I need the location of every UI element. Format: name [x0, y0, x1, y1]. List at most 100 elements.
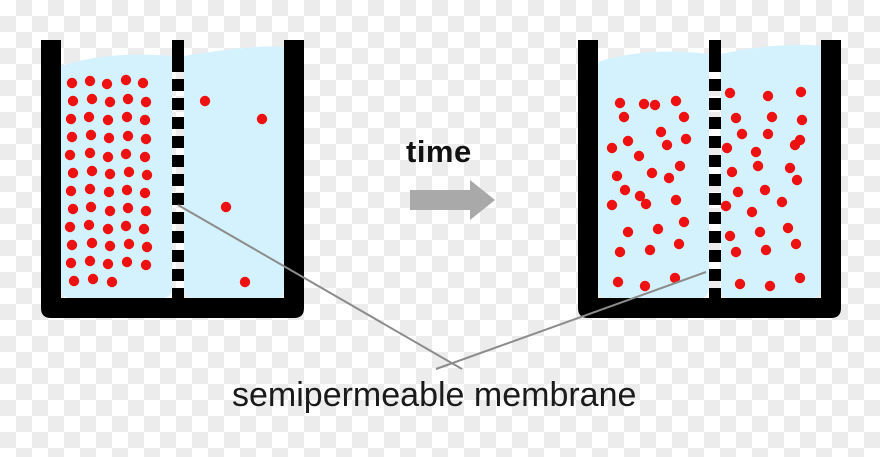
solute-particle — [622, 226, 634, 238]
solute-particle — [65, 257, 77, 269]
solute-particle — [646, 167, 658, 179]
solute-particle — [84, 75, 96, 87]
solute-particle — [618, 111, 630, 123]
solute-particle — [86, 165, 98, 177]
solute-particle — [101, 78, 113, 90]
solute-particle — [256, 113, 268, 125]
leader-line-left — [177, 204, 463, 370]
solute-particle — [85, 201, 97, 213]
solute-particle — [794, 272, 806, 284]
solute-dots-right-chamber-after — [721, 86, 808, 292]
water-left-chamber-before — [61, 54, 172, 298]
solute-particle — [680, 133, 692, 145]
solute-particle — [66, 131, 78, 143]
solute-particle — [784, 162, 796, 174]
solute-particle — [746, 206, 758, 218]
semipermeable-membrane-before — [172, 40, 184, 300]
solute-particle — [776, 196, 788, 208]
water-fill — [61, 54, 172, 298]
solute-particle — [674, 160, 686, 172]
solute-particle — [655, 126, 667, 138]
solute-particle — [782, 222, 794, 234]
solute-particle — [86, 93, 98, 105]
solute-particle — [139, 114, 151, 126]
solute-particle — [140, 259, 152, 271]
solute-particle — [64, 221, 76, 233]
water-fill — [184, 46, 284, 299]
solute-particle — [103, 132, 115, 144]
solute-particle — [104, 168, 116, 180]
solute-particle — [795, 86, 807, 98]
solute-particle — [789, 139, 801, 151]
solute-dots-left-chamber-after — [606, 95, 692, 292]
solute-particle — [644, 244, 656, 256]
solute-particle — [102, 114, 114, 126]
solute-particle — [104, 96, 116, 108]
solute-particle — [67, 203, 79, 215]
solute-particle — [640, 198, 652, 210]
solute-particle — [84, 147, 96, 159]
solute-particle — [65, 113, 77, 125]
solute-particle — [721, 200, 732, 212]
solute-particle — [199, 95, 211, 107]
solute-particle — [750, 146, 762, 158]
solute-particle — [670, 194, 682, 206]
solute-particle — [86, 237, 98, 249]
solute-particle — [649, 99, 661, 111]
solute-particle — [220, 201, 232, 213]
solute-particle — [670, 95, 682, 107]
solute-particle — [791, 174, 803, 186]
solute-particle — [611, 170, 623, 182]
solute-particle — [239, 276, 251, 288]
solute-particle — [790, 238, 802, 250]
solute-particle — [760, 244, 772, 256]
solute-particle — [123, 166, 135, 178]
solute-particle — [754, 226, 766, 238]
solute-particle — [141, 241, 153, 253]
solute-particle — [652, 223, 664, 235]
solute-particle — [87, 273, 99, 285]
solute-particle — [103, 186, 115, 198]
solute-particle — [138, 223, 150, 235]
solute-particle — [122, 130, 134, 142]
solute-particle — [730, 112, 742, 124]
solute-particle — [766, 111, 778, 123]
water-right-chamber-after — [721, 44, 821, 299]
solute-particle — [140, 205, 152, 217]
solute-particle — [102, 258, 114, 270]
solute-particle — [137, 77, 149, 89]
solute-particle — [83, 111, 95, 123]
water-right-chamber-before — [184, 46, 284, 299]
solute-particle — [68, 275, 80, 287]
solute-particle — [67, 167, 79, 179]
solute-particle — [85, 129, 97, 141]
solute-particle — [121, 256, 133, 268]
solute-particle — [64, 149, 76, 161]
time-label: time — [406, 134, 472, 169]
solute-particle — [102, 151, 114, 163]
solute-particle — [84, 255, 96, 267]
solute-dots-left-chamber-before — [64, 74, 153, 288]
solute-particle — [622, 135, 634, 147]
leader-lines — [177, 204, 707, 370]
solute-particle — [724, 87, 736, 99]
solute-particle — [730, 246, 742, 258]
solute-particle — [614, 97, 626, 109]
solute-particle — [102, 223, 114, 235]
solute-particle — [633, 150, 645, 162]
solute-particle — [139, 187, 151, 199]
solute-particle — [762, 90, 774, 102]
solute-particle — [796, 114, 808, 126]
solute-particle — [634, 190, 646, 202]
right-arrow-icon — [410, 180, 495, 220]
solute-particle — [139, 151, 151, 163]
solute-particle — [606, 199, 618, 211]
solute-particle — [661, 139, 673, 151]
solute-particle — [65, 185, 77, 197]
solute-particle — [724, 230, 736, 242]
solute-particle — [736, 128, 748, 140]
solute-dots-right-chamber-before — [199, 95, 268, 288]
solute-particle — [120, 220, 132, 232]
beaker-before — [41, 40, 304, 318]
solute-particle — [104, 205, 116, 217]
